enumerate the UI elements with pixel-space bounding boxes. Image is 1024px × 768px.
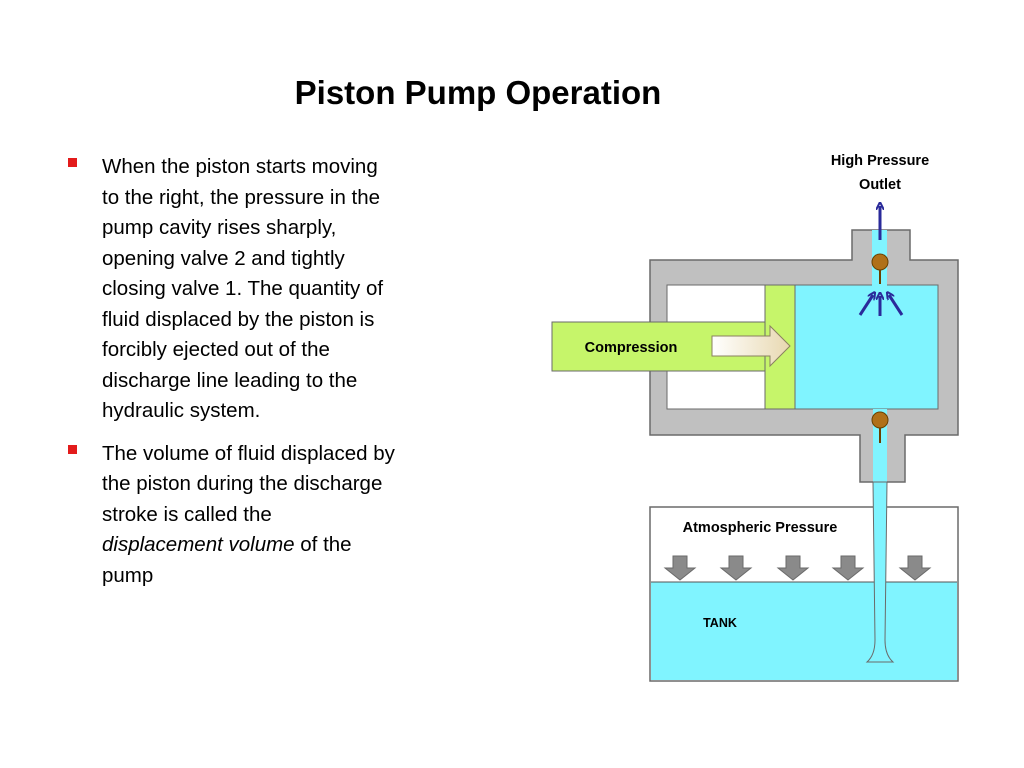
pump-diagram: High Pressure Outlet Compression Atmosph… [540, 140, 970, 695]
bullet-text: When the piston starts moving to the rig… [102, 155, 384, 422]
atmospheric-pressure-label: Atmospheric Pressure [683, 520, 838, 536]
emphasis-term: displacement volume [102, 533, 295, 556]
tank-label: TANK [703, 616, 737, 630]
bullet-item: When the piston starts moving to the rig… [68, 152, 398, 427]
down-arrow-icon [898, 555, 932, 581]
outlet-label-line2: Outlet [859, 177, 901, 193]
down-arrow-icon [831, 555, 865, 581]
flow-arrows [858, 206, 904, 316]
inlet-valve [871, 411, 889, 443]
compression-label: Compression [585, 340, 678, 356]
slide-title: Piston Pump Operation [294, 74, 662, 111]
bullet-marker [68, 158, 77, 167]
bullet-marker [68, 444, 77, 454]
compression-arrow-icon [711, 324, 791, 368]
atmospheric-pressure-arrows [663, 555, 932, 581]
bullet-text: The volume of fluid displaced by the pis… [102, 441, 395, 587]
outlet-valve [871, 253, 889, 284]
inward-flow-arrow-icon [889, 295, 904, 316]
tank [649, 506, 959, 682]
suction-pipe [865, 481, 895, 663]
outlet-label-line1: High Pressure [831, 153, 929, 169]
down-arrow-icon [663, 555, 697, 581]
tank-fluid [651, 582, 957, 680]
bullet-item: The volume of fluid displaced by the pis… [68, 439, 398, 592]
down-arrow-icon [776, 555, 810, 581]
down-arrow-icon [719, 555, 753, 581]
inward-flow-arrow-icon [858, 295, 873, 316]
bullet-list: When the piston starts moving to the rig… [68, 152, 398, 603]
